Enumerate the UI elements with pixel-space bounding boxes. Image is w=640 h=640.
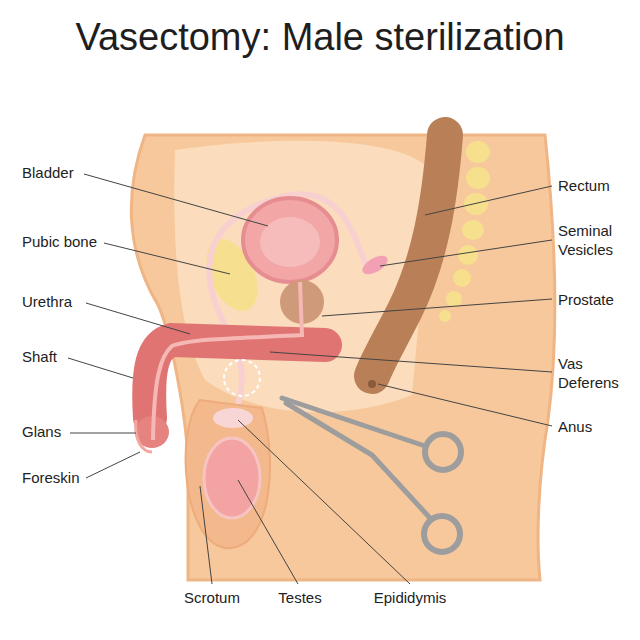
- leader-line: [86, 303, 190, 334]
- leader-lines: [68, 174, 552, 584]
- vertebra: [466, 167, 490, 189]
- leader-line: [200, 486, 212, 584]
- vertebra: [439, 310, 451, 322]
- vertebra: [464, 193, 488, 215]
- part-label: Shaft: [22, 347, 72, 366]
- vertebra: [466, 141, 490, 163]
- epididymis: [213, 408, 253, 428]
- leader-line: [104, 243, 230, 274]
- part-label: Foreskin: [22, 468, 92, 487]
- leader-line: [425, 186, 552, 215]
- part-label: Prostate: [558, 290, 636, 309]
- bladder: [243, 198, 337, 282]
- leader-line: [70, 433, 136, 434]
- part-label: Urethra: [22, 292, 92, 311]
- part-label: Anus: [558, 417, 636, 436]
- scissor-ring: [424, 516, 460, 552]
- vertebra: [453, 269, 471, 287]
- vertebra: [462, 220, 484, 240]
- leader-line: [322, 299, 552, 316]
- vertebra: [458, 245, 478, 265]
- scissor-blade: [286, 403, 430, 518]
- part-label: Rectum: [558, 176, 636, 195]
- part-label: Scrotum: [170, 588, 254, 607]
- leader-line: [84, 174, 268, 226]
- part-label: Pubic bone: [22, 232, 112, 251]
- body-outline: [131, 135, 555, 580]
- part-label: Epididymis: [358, 588, 462, 607]
- leader-line: [238, 420, 410, 584]
- vas-deferens: [209, 194, 365, 425]
- urethra: [153, 282, 302, 440]
- leader-line: [68, 358, 133, 378]
- leader-line: [270, 352, 552, 372]
- foreskin: [136, 420, 152, 452]
- anus: [368, 380, 376, 388]
- diagram-title: Vasectomy: Male sterilization: [0, 16, 640, 59]
- testis: [204, 438, 260, 518]
- part-label: Glans: [22, 422, 72, 441]
- scrotum: [186, 400, 270, 548]
- vertebra: [446, 291, 462, 307]
- cut-site: [224, 360, 260, 396]
- part-label: Bladder: [22, 163, 92, 182]
- scissor-ring: [425, 434, 461, 470]
- bladder-inner: [260, 217, 320, 267]
- part-label: Vas Deferens: [558, 354, 636, 392]
- leader-line: [238, 480, 298, 584]
- rectum: [372, 135, 445, 376]
- leader-line: [380, 240, 552, 266]
- part-label: Seminal Vesicles: [558, 221, 636, 259]
- scissor-blade: [282, 398, 425, 446]
- part-label: Testes: [262, 588, 338, 607]
- leader-line: [378, 384, 552, 426]
- scissors: [282, 398, 461, 552]
- leader-line: [86, 452, 140, 478]
